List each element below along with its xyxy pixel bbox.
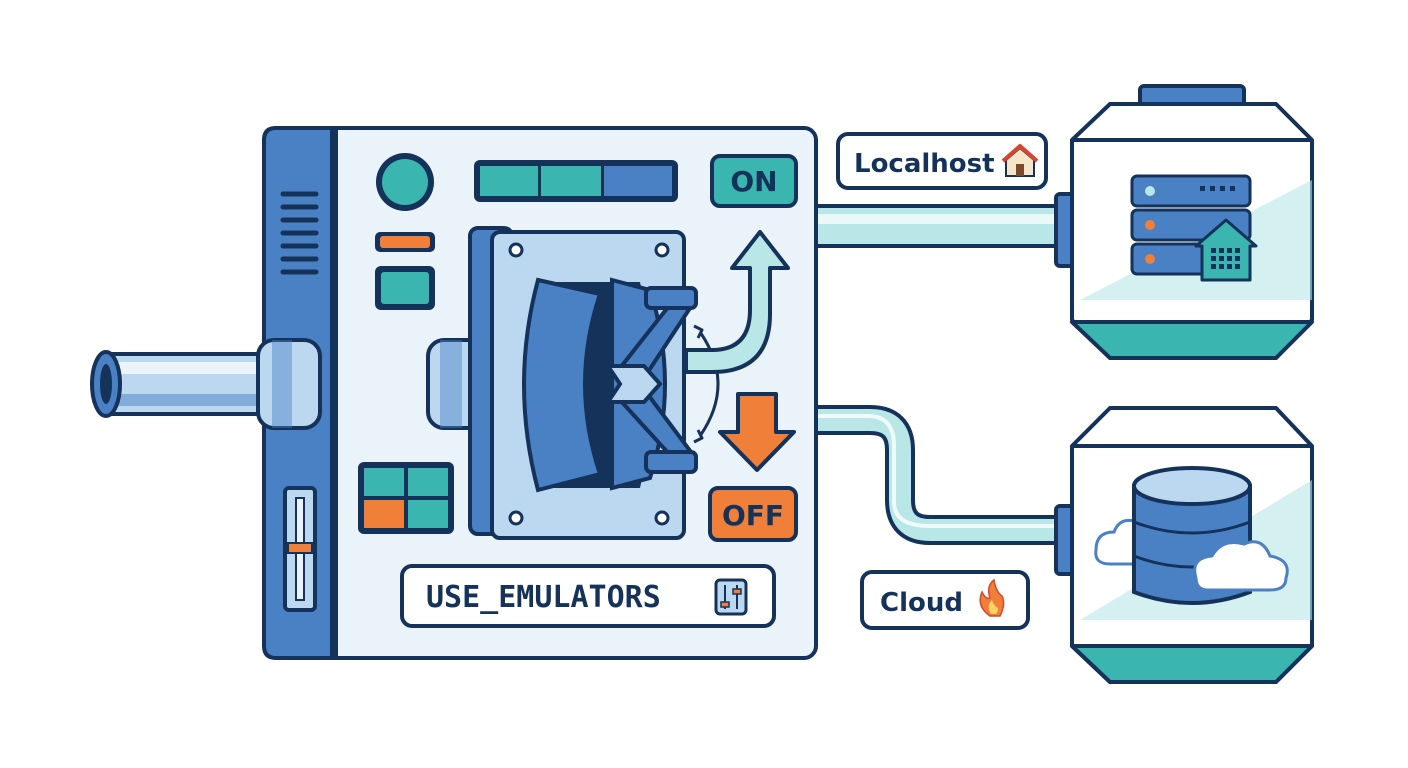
cloud-label-box: Cloud xyxy=(860,570,1030,630)
flag-label: USE_EMULATORS xyxy=(426,580,661,615)
fire-icon xyxy=(979,578,1005,617)
house-icon xyxy=(1001,144,1039,177)
localhost-pipe xyxy=(810,204,1064,248)
house-grid-icon xyxy=(1194,218,1258,282)
off-label: OFF xyxy=(722,499,784,532)
status-knob[interactable] xyxy=(376,153,434,211)
cloud-label: Cloud xyxy=(880,588,963,618)
swing-arrow-icon xyxy=(693,324,720,444)
orange-toggle[interactable] xyxy=(375,232,435,252)
teal-button[interactable] xyxy=(375,266,435,310)
off-arrow-icon xyxy=(718,392,796,472)
localhost-module xyxy=(1054,84,1314,360)
switch-lever[interactable] xyxy=(522,277,698,493)
sliders-icon xyxy=(714,578,748,616)
database-cloud-icon xyxy=(1094,466,1289,605)
indicator-bar xyxy=(474,160,678,202)
localhost-label: Localhost xyxy=(854,149,995,179)
on-indicator: ON xyxy=(710,154,798,208)
cloud-module xyxy=(1054,406,1314,684)
vent-lines xyxy=(280,191,319,275)
cloud-pipe xyxy=(770,405,1062,545)
off-indicator: OFF xyxy=(708,486,798,542)
on-label: ON xyxy=(730,165,777,198)
pipe-collar-left xyxy=(256,338,322,430)
grid-keypad[interactable] xyxy=(358,462,454,534)
localhost-label-box: Localhost xyxy=(836,132,1048,190)
flag-label-box: USE_EMULATORS xyxy=(400,564,776,628)
side-slider[interactable] xyxy=(283,486,317,612)
on-arrow-icon xyxy=(684,230,790,374)
